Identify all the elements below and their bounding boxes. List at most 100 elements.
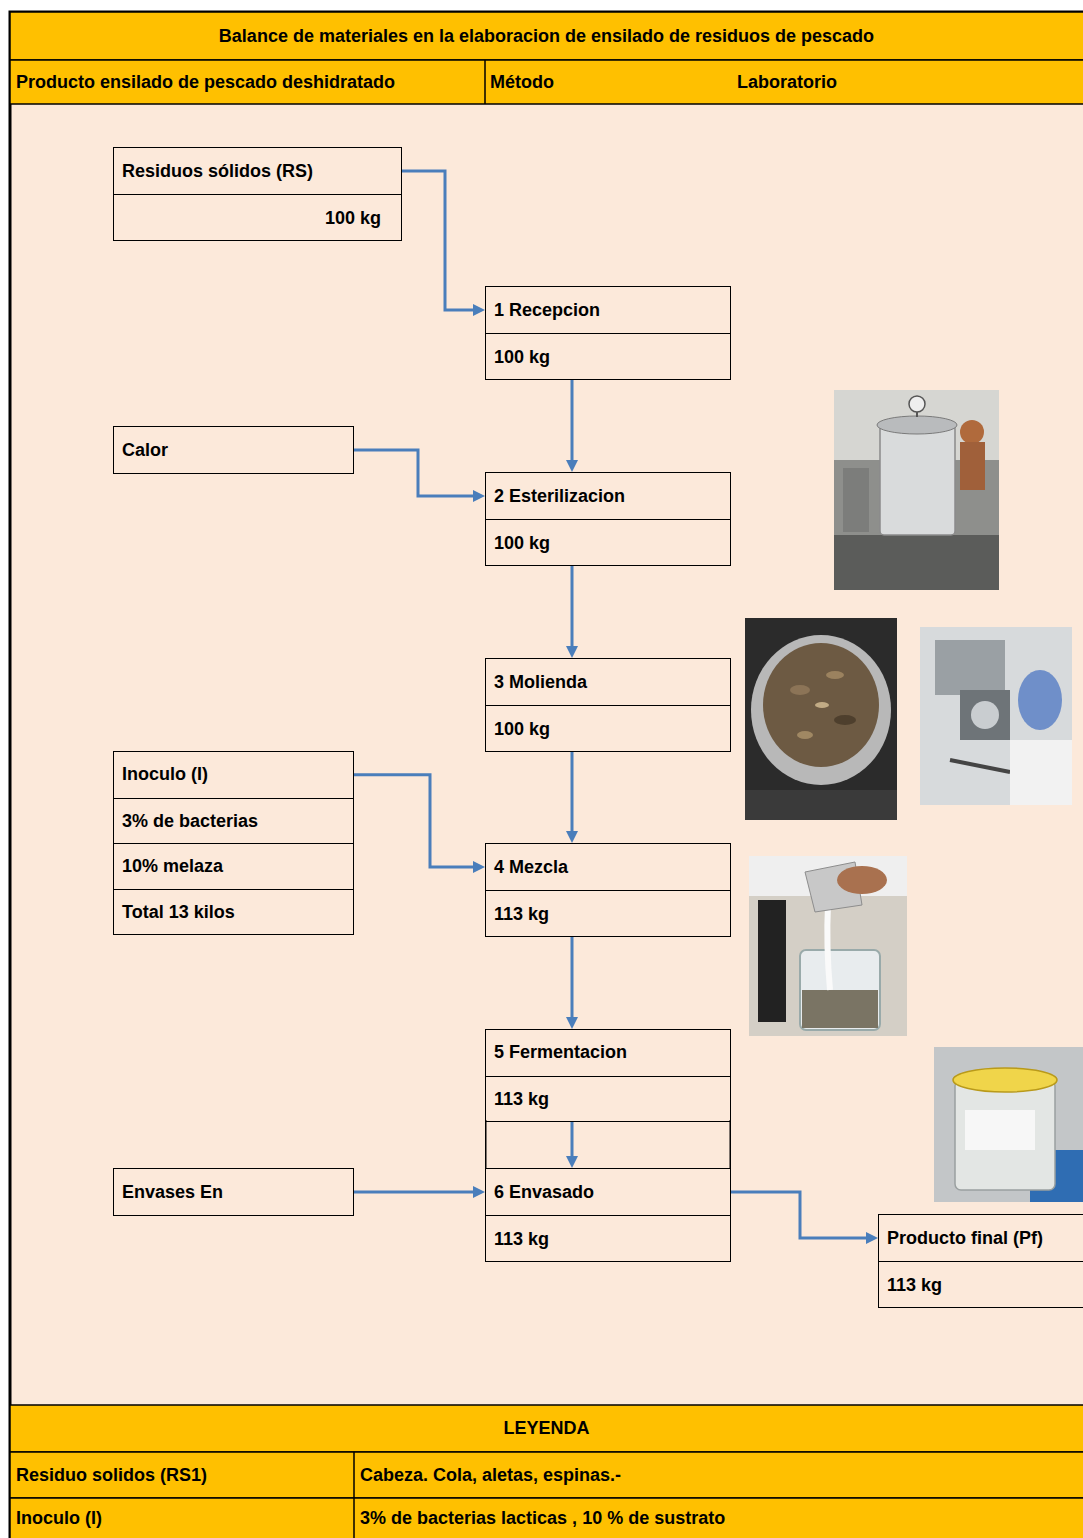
hand bbox=[837, 866, 887, 894]
box-row: 113 kg bbox=[486, 1076, 730, 1122]
ground-fish-photo bbox=[745, 618, 897, 820]
flow-arrow bbox=[354, 450, 477, 496]
legend-heading: LEYENDA bbox=[10, 1405, 1083, 1452]
fish-flake bbox=[790, 685, 810, 695]
box-value: 100 kg bbox=[494, 334, 550, 380]
diagram-title: Balance de materiales en la elaboracion … bbox=[10, 12, 1083, 60]
box-title: Calor bbox=[122, 427, 168, 473]
lab-coat bbox=[1010, 740, 1072, 805]
box-side bbox=[730, 1120, 732, 1169]
box-row: 2 Esterilizacion bbox=[486, 473, 730, 519]
fish-flake bbox=[815, 702, 829, 708]
stand bbox=[843, 468, 869, 532]
box-row: Producto final (Pf) bbox=[879, 1215, 1083, 1261]
flow-arrow bbox=[571, 937, 574, 1021]
box-row: Total 13 kilos bbox=[114, 889, 353, 935]
box-row: 100 kg bbox=[486, 519, 730, 565]
legend-band bbox=[10, 1405, 1083, 1452]
grinder-body bbox=[935, 640, 1005, 695]
photo-ground bbox=[834, 390, 999, 590]
box-value: 3% de bacterias bbox=[122, 799, 258, 845]
legend-cell: 3% de bacterias lacticas , 10 % de sustr… bbox=[360, 1498, 1075, 1538]
box-value: 10% melaza bbox=[122, 844, 223, 890]
legend-cell: Inoculo (I) bbox=[16, 1498, 350, 1538]
fish-flake bbox=[797, 731, 813, 739]
box-title: 6 Envasado bbox=[494, 1169, 594, 1215]
header-cell: Producto ensilado de pescado deshidratad… bbox=[16, 60, 481, 104]
box-row: 4 Mezcla bbox=[486, 844, 730, 890]
box-title: 4 Mezcla bbox=[494, 844, 568, 890]
process-box: 4 Mezcla113 kg bbox=[485, 843, 731, 937]
grinder-photo bbox=[920, 627, 1072, 805]
box-value: 113 kg bbox=[887, 1262, 942, 1308]
box-row: 6 Envasado bbox=[486, 1169, 730, 1215]
blender bbox=[758, 900, 786, 1022]
header-divider bbox=[484, 60, 486, 104]
header-band bbox=[10, 60, 1083, 104]
box-row: 113 kg bbox=[486, 1215, 730, 1261]
grinder-wheel bbox=[971, 701, 999, 729]
box-row: 5 Fermentacion bbox=[486, 1030, 730, 1076]
photo-ground bbox=[920, 627, 1072, 805]
flow-arrow bbox=[571, 566, 574, 650]
copper-still-base bbox=[960, 442, 985, 490]
pouring-photo bbox=[749, 856, 907, 1036]
container-photo bbox=[934, 1047, 1083, 1202]
box-value: 100 kg bbox=[494, 520, 550, 566]
input-box: Calor bbox=[113, 426, 354, 474]
box-row: 113 kg bbox=[486, 890, 730, 936]
title-band bbox=[10, 12, 1083, 60]
process-box: 3 Molienda100 kg bbox=[485, 658, 731, 752]
box-row: 100 kg bbox=[486, 333, 730, 379]
connectors bbox=[354, 171, 870, 1238]
box-side bbox=[485, 1120, 487, 1169]
gloved-hand bbox=[1018, 670, 1062, 730]
box-row: 10% melaza bbox=[114, 843, 353, 889]
box-row: 3% de bacterias bbox=[114, 798, 353, 844]
yellow-lid bbox=[953, 1068, 1057, 1092]
box-row: Calor bbox=[114, 427, 353, 473]
process-box: 2 Esterilizacion100 kg bbox=[485, 472, 731, 566]
legend-row bbox=[10, 1452, 1083, 1498]
flow-arrow bbox=[571, 380, 574, 464]
flow-arrow bbox=[354, 775, 477, 867]
gauge-stem bbox=[916, 412, 918, 417]
legend-divider bbox=[353, 1452, 355, 1538]
box-title: Producto final (Pf) bbox=[887, 1215, 1043, 1261]
box-row: 3 Molienda bbox=[486, 659, 730, 705]
flow-arrow bbox=[354, 1191, 477, 1194]
flow-arrow bbox=[402, 171, 477, 310]
page-ground bbox=[10, 12, 1083, 1538]
box-row: 113 kg bbox=[879, 1261, 1083, 1307]
input-box: Envases En bbox=[113, 1168, 354, 1216]
header-cell: Laboratorio bbox=[737, 60, 1077, 104]
photo-ground bbox=[745, 618, 897, 820]
box-title: 1 Recepcion bbox=[494, 287, 600, 333]
flow-arrow bbox=[571, 1122, 574, 1160]
autoclave-body bbox=[880, 425, 955, 535]
autoclave-lid bbox=[877, 416, 957, 434]
box-title: Inoculo (I) bbox=[122, 752, 208, 798]
glass-jar bbox=[800, 950, 880, 1030]
flow-arrow bbox=[731, 1192, 870, 1238]
photo-ground bbox=[749, 856, 907, 1036]
inoculum-stream bbox=[827, 905, 830, 990]
process-box: 1 Recepcion100 kg bbox=[485, 286, 731, 380]
box-row: 1 Recepcion bbox=[486, 287, 730, 333]
legend-cell: Cabeza. Cola, aletas, espinas.- bbox=[360, 1452, 1075, 1498]
fish-flake bbox=[826, 671, 844, 679]
plastic-jar bbox=[955, 1080, 1055, 1190]
fish-flake bbox=[834, 715, 856, 725]
box-value: 100 kg bbox=[325, 195, 381, 241]
flow-arrow bbox=[571, 752, 574, 835]
grinder-motor bbox=[960, 690, 1010, 740]
box-row: Inoculo (I) bbox=[114, 752, 353, 798]
box-row: Residuos sólidos (RS) bbox=[114, 148, 401, 194]
jar-label bbox=[965, 1110, 1035, 1150]
box-title: 3 Molienda bbox=[494, 659, 587, 705]
bench bbox=[834, 535, 999, 590]
box-value: 113 kg bbox=[494, 891, 549, 937]
pressure-gauge bbox=[909, 396, 925, 412]
